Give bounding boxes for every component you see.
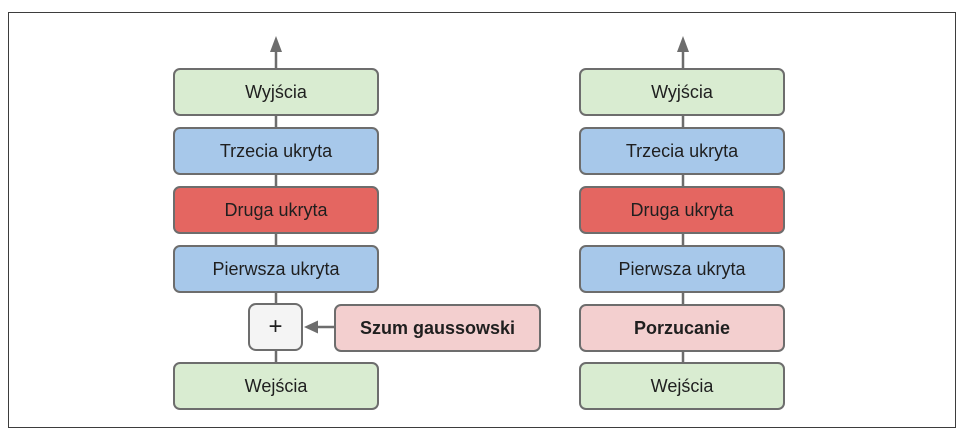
gaussian-noise-label: Szum gaussowski [359, 317, 516, 338]
right-output-label: Wyjścia [651, 81, 713, 102]
right-hidden2-label: Druga ukryta [630, 199, 734, 220]
right-hidden3-layer: Trzecia ukryta [579, 127, 785, 175]
left-hidden2-layer: Druga ukryta [173, 186, 379, 234]
left-input-layer: Wejścia [173, 362, 379, 410]
left-hidden1-layer: Pierwsza ukryta [173, 245, 379, 293]
right-hidden3-label: Trzecia ukryta [625, 140, 739, 161]
left-input-label: Wejścia [244, 375, 308, 396]
adder-node: + [248, 303, 303, 351]
right-output-layer: Wyjścia [579, 68, 785, 116]
left-output-label: Wyjścia [245, 81, 307, 102]
left-output-arrow-head [270, 36, 282, 52]
right-output-arrow-head [677, 36, 689, 52]
right-hidden1-label: Pierwsza ukryta [618, 258, 746, 279]
adder-symbol: + [268, 313, 283, 340]
left-hidden1-label: Pierwsza ukryta [212, 258, 340, 279]
right-input-label: Wejścia [650, 375, 714, 396]
left-hidden2-label: Druga ukryta [224, 199, 328, 220]
right-hidden2-layer: Druga ukryta [579, 186, 785, 234]
dropout-layer: Porzucanie [579, 304, 785, 352]
right-hidden1-layer: Pierwsza ukryta [579, 245, 785, 293]
gaussian-noise-box: Szum gaussowski [334, 304, 541, 352]
left-hidden3-label: Trzecia ukryta [219, 140, 333, 161]
noise-arrow-head [304, 320, 318, 334]
left-output-layer: Wyjścia [173, 68, 379, 116]
dropout-label: Porzucanie [633, 317, 731, 338]
right-input-layer: Wejścia [579, 362, 785, 410]
figure-frame [8, 12, 956, 428]
left-hidden3-layer: Trzecia ukryta [173, 127, 379, 175]
